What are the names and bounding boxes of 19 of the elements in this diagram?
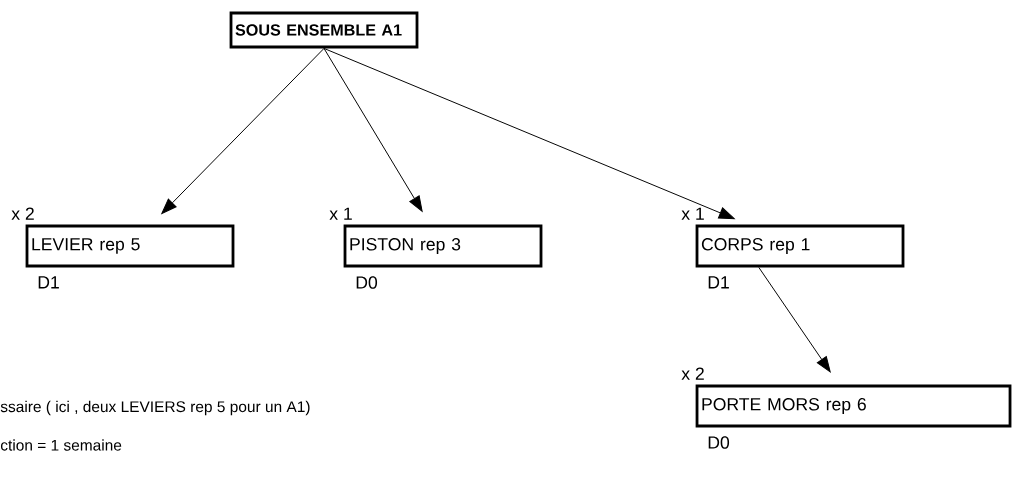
delay-label: D0 bbox=[708, 436, 730, 449]
note-text: ssaire ( ici , deux LEVIERS rep 5 pour un A1) bbox=[0, 400, 310, 416]
arrow bbox=[758, 266, 831, 373]
arrow bbox=[161, 47, 325, 215]
delay-label: D1 bbox=[38, 276, 59, 289]
quantity-label: x 1 bbox=[329, 207, 352, 220]
quantity-label: x 1 bbox=[681, 207, 704, 220]
quantity-label: x 2 bbox=[11, 207, 34, 220]
delay-label: D1 bbox=[708, 276, 729, 289]
quantity-label: x 2 bbox=[681, 367, 704, 380]
delay-label: D0 bbox=[356, 276, 378, 289]
part-box: PORTE MORS rep 6 bbox=[695, 384, 1012, 428]
note-text: ction = 1 semaine bbox=[0, 439, 122, 451]
arrow bbox=[323, 47, 423, 212]
part-box: SOUS ENSEMBLE A1 bbox=[229, 11, 419, 49]
arrow bbox=[323, 47, 735, 220]
part-box: PISTON rep 3 bbox=[343, 224, 543, 268]
part-box: LEVIER rep 5 bbox=[25, 224, 235, 268]
part-box: CORPS rep 1 bbox=[695, 224, 905, 268]
